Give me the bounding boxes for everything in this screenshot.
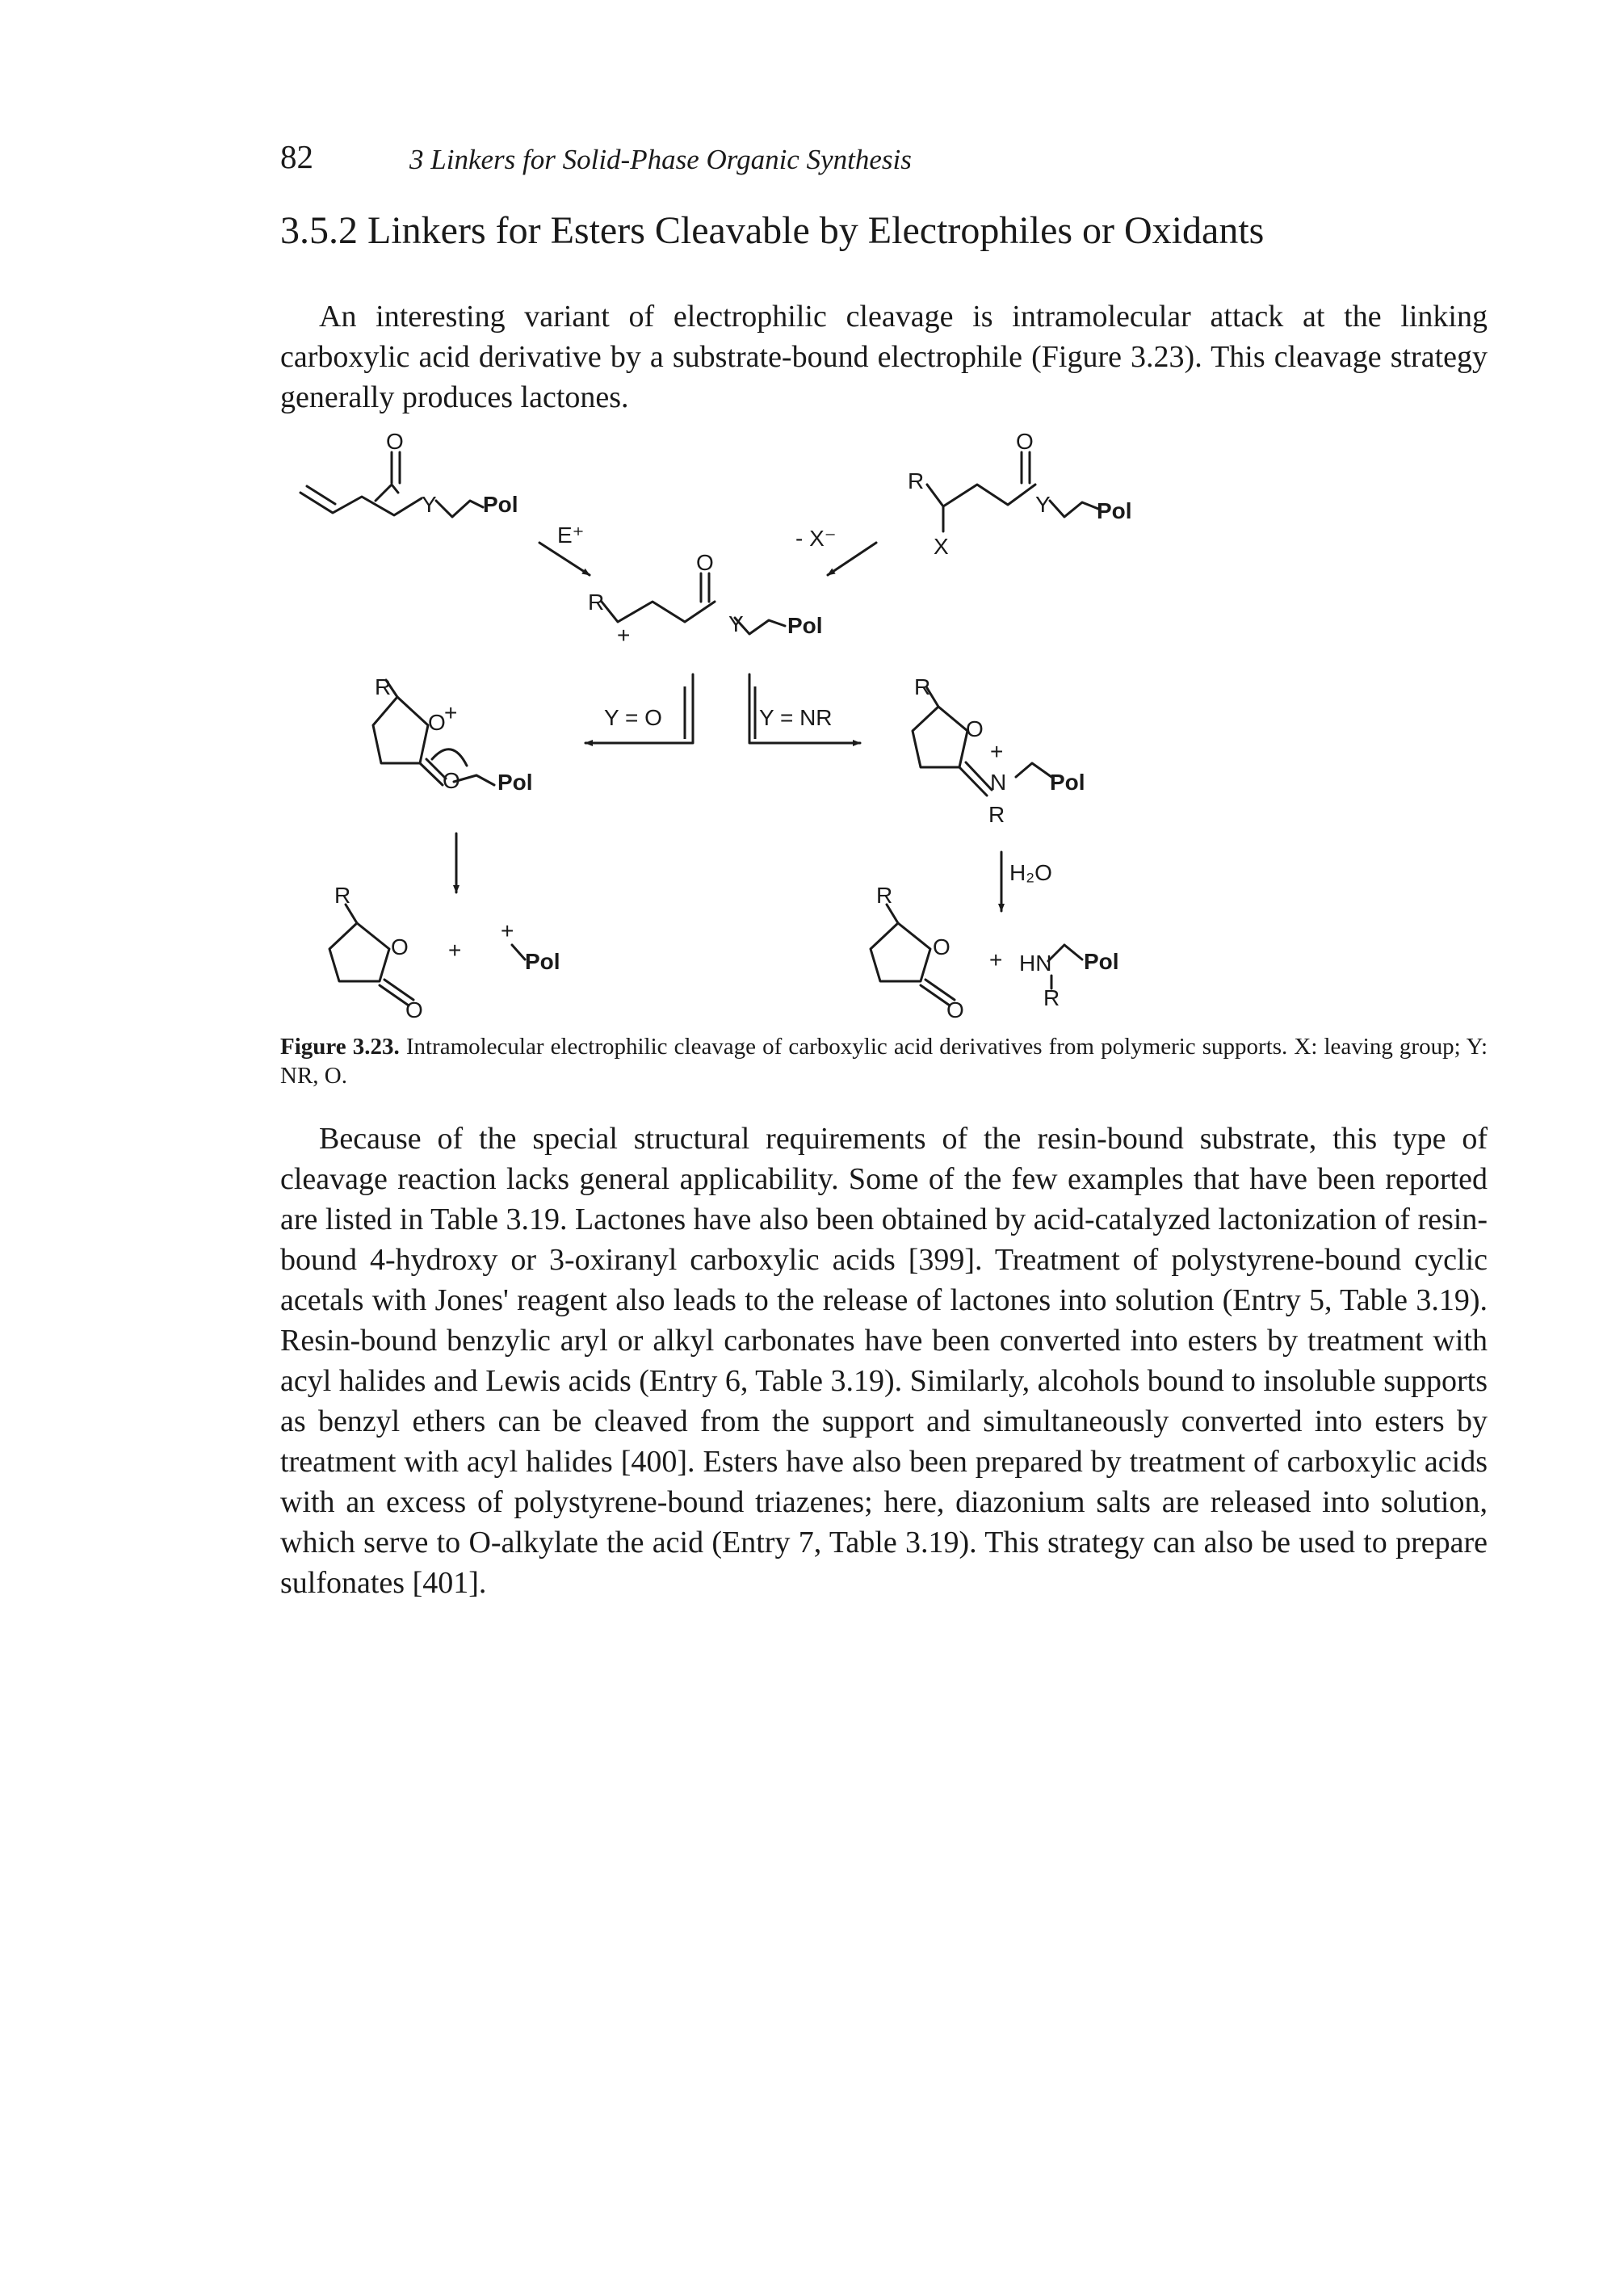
label-pol: Pol bbox=[1050, 770, 1085, 795]
label-e-plus: E⁺ bbox=[557, 523, 584, 548]
intro-paragraph: An interesting variant of electrophilic … bbox=[280, 300, 1488, 414]
label-o: O bbox=[1016, 429, 1034, 454]
pol-cation bbox=[510, 943, 527, 961]
label-pol: Pol bbox=[483, 492, 518, 517]
condition-y-o: Y = O bbox=[604, 705, 662, 730]
label-o: O bbox=[386, 429, 404, 454]
label-o: O bbox=[933, 934, 950, 959]
label-hn: HN bbox=[1019, 951, 1051, 976]
page-number: 82 bbox=[280, 138, 313, 175]
label-r: R bbox=[876, 883, 892, 908]
leaving-group-substrate-structure bbox=[925, 451, 1100, 533]
label-y: Y bbox=[1035, 492, 1051, 517]
condition-y-nr: Y = NR bbox=[759, 705, 833, 730]
figure-caption: Figure 3.23. Intramolecular electrophili… bbox=[280, 1032, 1488, 1090]
label-pol: Pol bbox=[525, 949, 560, 974]
lactone-product-left bbox=[328, 903, 415, 1007]
oxonium-lactone-structure bbox=[371, 678, 496, 787]
lactone-product-right bbox=[869, 903, 956, 1007]
label-o: O bbox=[428, 710, 446, 735]
label-r: R bbox=[988, 802, 1005, 827]
iminium-lactone-structure bbox=[911, 686, 1053, 797]
running-head: 82 3 Linkers for Solid-Phase Organic Syn… bbox=[280, 137, 912, 176]
label-n: N bbox=[990, 770, 1006, 795]
label-r: R bbox=[908, 468, 924, 493]
label-o: O bbox=[946, 997, 964, 1022]
label-y: Y bbox=[422, 492, 437, 517]
label-r: R bbox=[914, 674, 930, 699]
section-heading: 3.5.2 Linkers for Esters Cleavable by El… bbox=[280, 209, 1265, 252]
label-plus: + bbox=[617, 623, 630, 648]
label-plus: + bbox=[501, 918, 514, 943]
label-r: R bbox=[375, 674, 391, 699]
figure-caption-text: Intramolecular electrophilic cleavage of… bbox=[280, 1034, 1488, 1089]
label-r: R bbox=[588, 590, 604, 615]
label-plus: + bbox=[448, 938, 461, 963]
body-paragraph: Because of the special structural requir… bbox=[280, 1122, 1488, 1600]
label-pol: Pol bbox=[497, 770, 533, 795]
label-minus-x: - X⁻ bbox=[795, 526, 837, 551]
label-o: O bbox=[391, 934, 409, 959]
reaction-scheme: O Y Pol R O Y Pol X E⁺ - X⁻ O R + Y Pol … bbox=[299, 429, 1132, 1022]
amine-polymer-structure bbox=[1047, 943, 1084, 990]
label-pol: Pol bbox=[1084, 949, 1119, 974]
carbocation-intermediate-structure bbox=[600, 572, 787, 636]
allyl-substrate-structure bbox=[299, 451, 485, 518]
label-pol: Pol bbox=[787, 613, 823, 638]
figure-label: Figure 3.23. bbox=[280, 1034, 400, 1060]
label-plus: + bbox=[444, 700, 457, 725]
label-r: R bbox=[1043, 985, 1060, 1010]
chapter-title: 3 Linkers for Solid-Phase Organic Synthe… bbox=[409, 144, 912, 175]
label-plus: + bbox=[990, 739, 1003, 764]
label-x: X bbox=[934, 534, 949, 559]
label-r: R bbox=[334, 883, 350, 908]
label-y: Y bbox=[728, 611, 744, 636]
label-o: O bbox=[405, 997, 423, 1022]
label-pol: Pol bbox=[1097, 498, 1132, 523]
label-o: O bbox=[966, 716, 984, 741]
label-o: O bbox=[696, 550, 714, 575]
label-h2o: H₂O bbox=[1009, 860, 1052, 885]
label-o: O bbox=[443, 768, 460, 793]
label-plus: + bbox=[989, 947, 1002, 972]
